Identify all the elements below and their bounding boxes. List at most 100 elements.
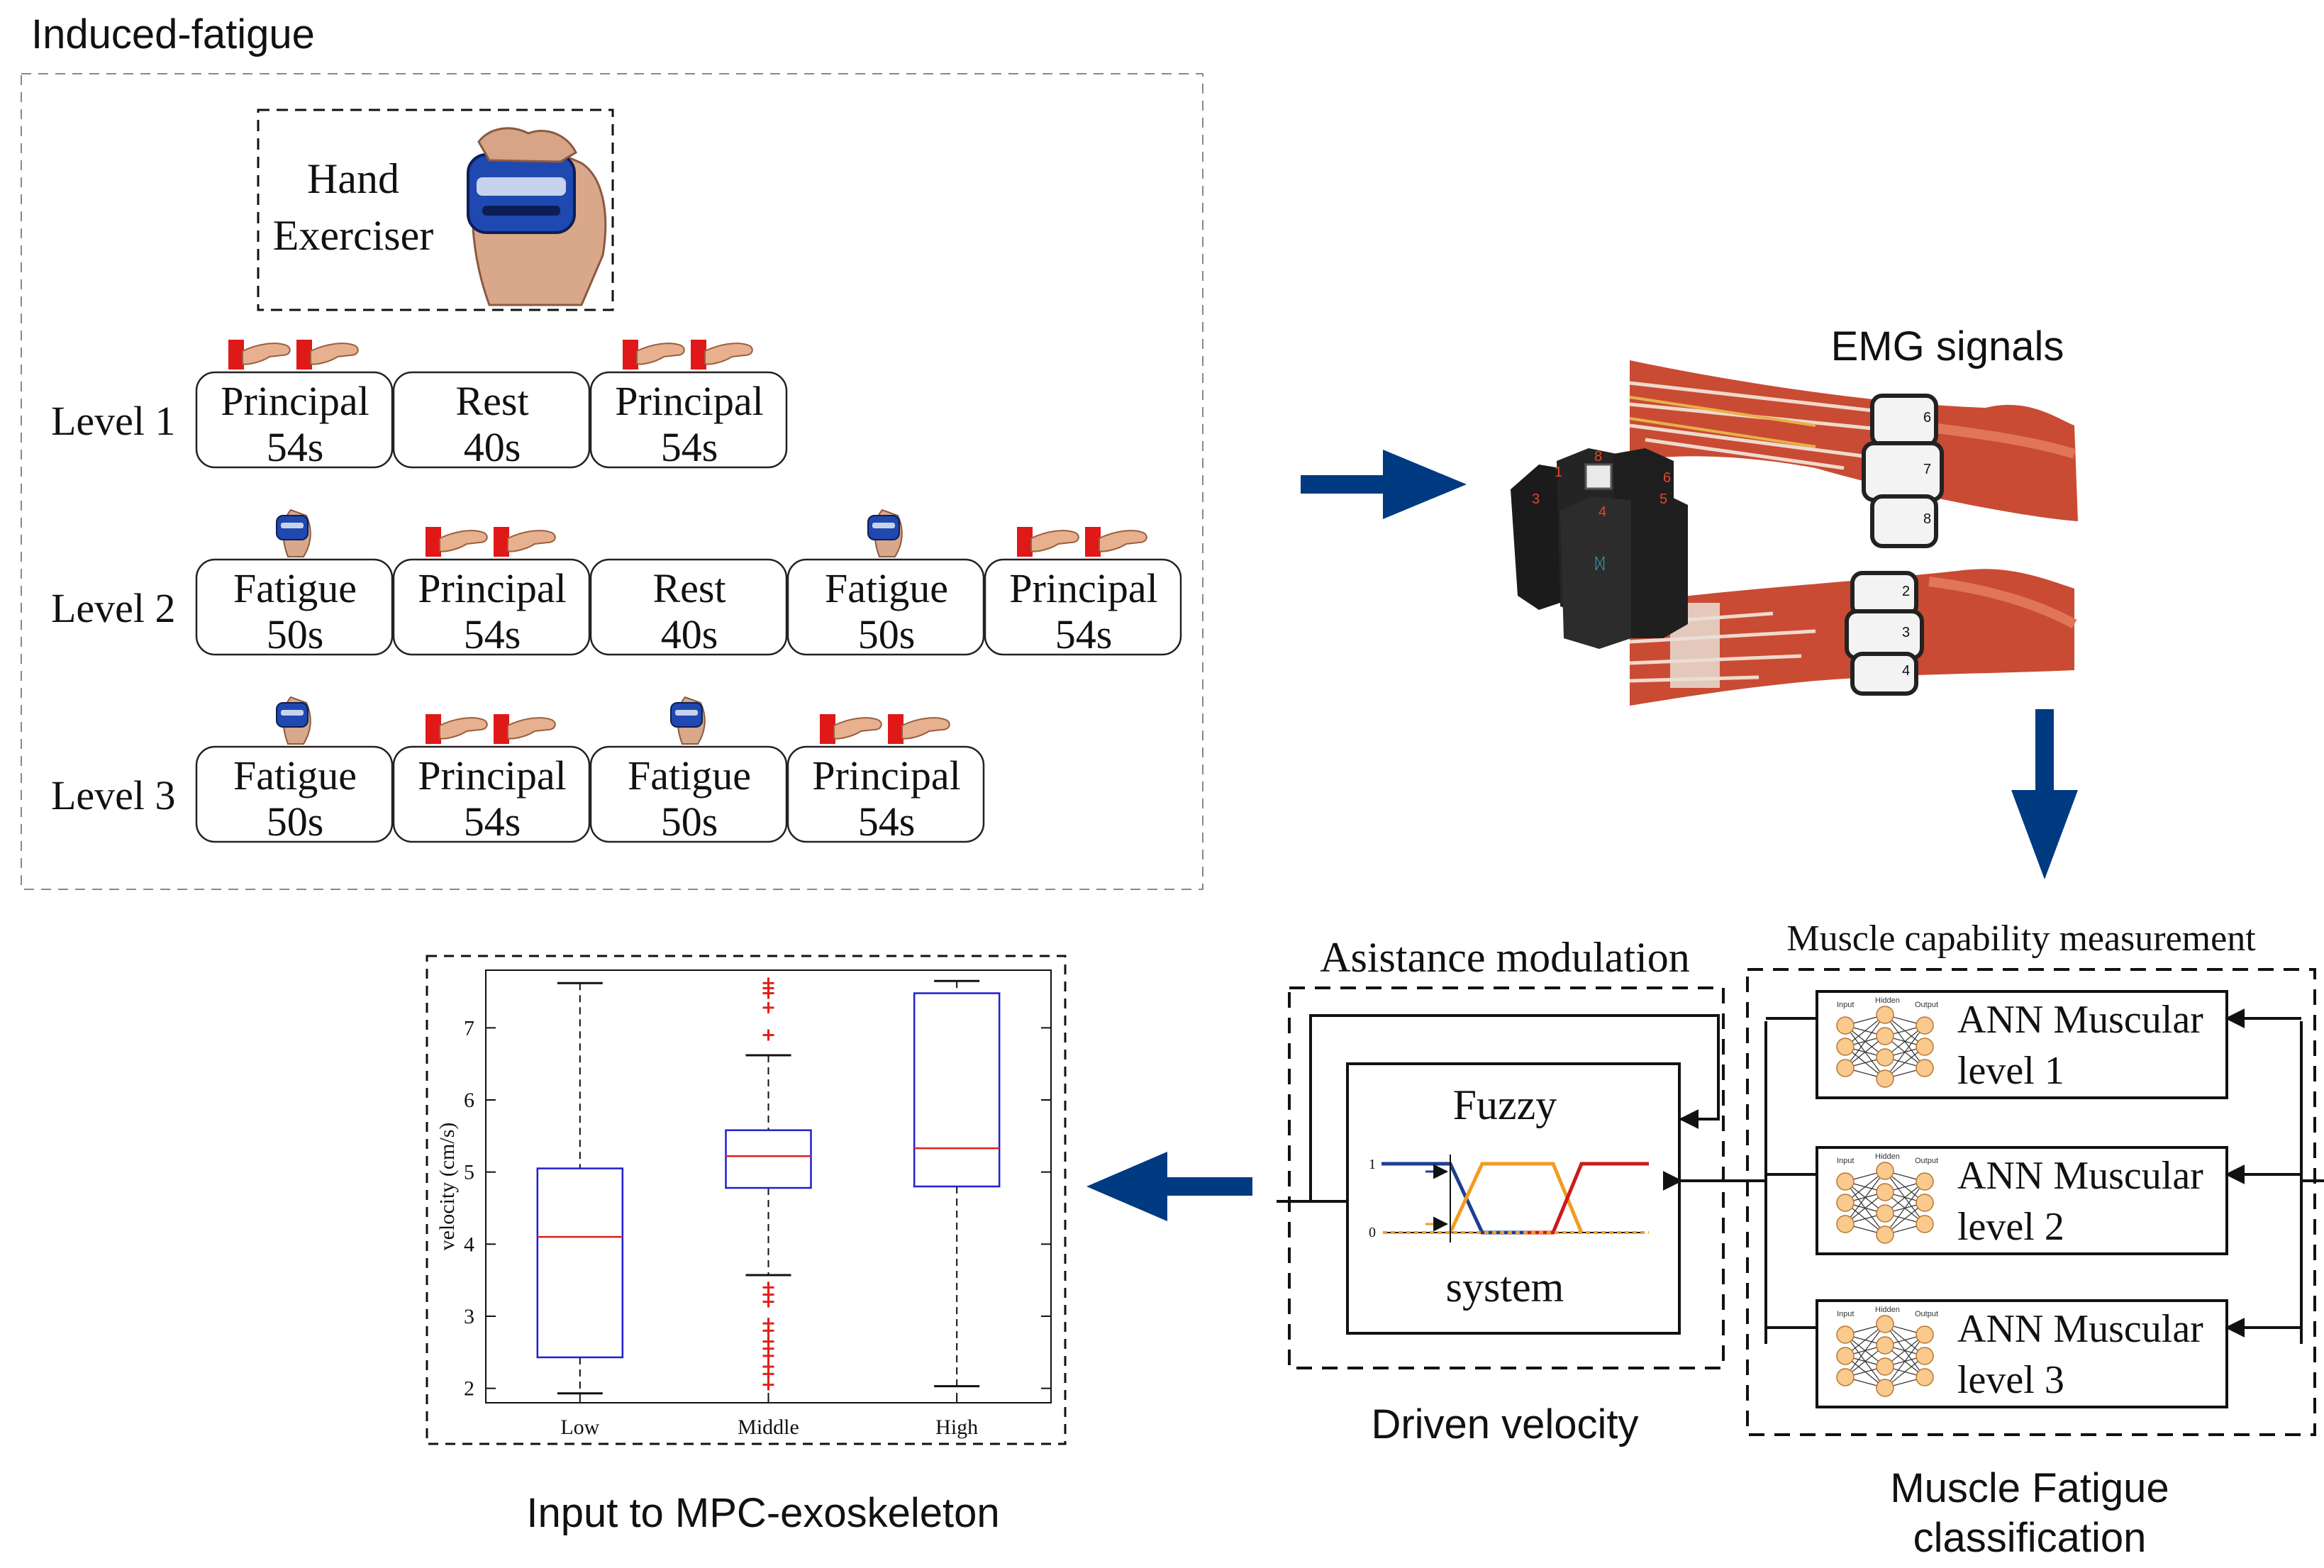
y-tick-label: 6	[464, 1089, 474, 1112]
protocol-block-duration: 50s	[858, 611, 916, 657]
protocol-block	[195, 558, 394, 656]
x-tick-label: Middle	[738, 1416, 799, 1439]
y-axis-label: velocity (cm/s)	[435, 1123, 459, 1251]
ann-classifier-level: level 3	[1957, 1358, 2064, 1402]
pinch-grip-icon	[820, 714, 950, 744]
driven-velocity-caption: Driven velocity	[1371, 1401, 1638, 1447]
y-tick-label: 7	[464, 1016, 474, 1040]
device-number: 6	[1663, 470, 1671, 486]
protocol-block-name: Rest	[652, 565, 725, 611]
iqr-box	[536, 1167, 624, 1359]
protocol-block-name: Principal	[812, 752, 960, 799]
box-middle	[725, 977, 812, 1391]
outlier-marker	[762, 1296, 774, 1308]
box-high	[913, 979, 1001, 1388]
device-number: 5	[1659, 491, 1667, 507]
protocol-block	[984, 558, 1182, 656]
protocol-block-duration: 50s	[267, 799, 324, 845]
outlier-marker	[762, 1325, 774, 1337]
myo-armband-device-icon: ᛞ 1 8 6 3 4 5	[1511, 448, 1688, 649]
level-label: Level 2	[51, 585, 176, 631]
nn-hidden-label: Hidden	[1875, 1152, 1900, 1161]
fuzzy-label: Fuzzy	[1453, 1082, 1557, 1128]
protocol-block	[195, 371, 394, 469]
boxplot-frame	[426, 955, 1067, 1445]
protocol-block-duration: 54s	[661, 424, 718, 470]
protocol-block	[195, 745, 394, 843]
y-tick-label: 3	[464, 1305, 474, 1328]
hand-gripper-photo-icon	[467, 127, 607, 306]
ann-classifier-title: ANN Muscular	[1957, 998, 2203, 1042]
ann-classifier-title: ANN Muscular	[1957, 1307, 2203, 1351]
hand-exerciser-label-line1: Hand	[307, 155, 399, 202]
outlier-marker	[762, 1368, 774, 1380]
fuzzy-tick-0: 0	[1369, 1225, 1376, 1240]
hand-gripper-icon	[867, 508, 903, 557]
pinch-grip-icon	[426, 714, 556, 744]
protocol-block-name: Fatigue	[233, 752, 357, 799]
nn-input-label: Input	[1837, 1310, 1854, 1318]
protocol-block-duration: 40s	[464, 424, 521, 470]
nn-input-label: Input	[1837, 1157, 1854, 1165]
protocol-block-duration: 40s	[661, 611, 718, 657]
armband-number: 6	[1923, 410, 1931, 426]
iqr-box	[913, 992, 1001, 1188]
y-tick-label: 2	[464, 1377, 474, 1401]
protocol-block	[589, 558, 788, 656]
device-number: 3	[1532, 491, 1540, 507]
outlier-marker	[762, 987, 774, 999]
induced-fatigue-title: Induced-fatigue	[31, 11, 315, 57]
hand-gripper-icon	[276, 508, 311, 557]
emg-signals-title: EMG signals	[1831, 323, 2064, 369]
device-number: 4	[1599, 504, 1606, 520]
x-tick-label: Low	[560, 1416, 599, 1439]
protocol-block-name: Fatigue	[628, 752, 751, 799]
fuzzy-system-label: system	[1446, 1264, 1564, 1311]
level-label: Level 1	[51, 398, 176, 444]
hand-exerciser-box	[257, 109, 614, 311]
protocol-block-duration: 54s	[267, 424, 324, 470]
outlier-marker	[762, 1350, 774, 1362]
nn-output-label: Output	[1915, 1310, 1938, 1318]
pinch-grip-icon	[228, 340, 359, 369]
protocol-block-duration: 54s	[1055, 611, 1113, 657]
protocol-block-duration: 54s	[464, 611, 521, 657]
arrow-to-emg	[1301, 450, 1467, 519]
level-label: Level 3	[51, 772, 176, 818]
hand-exerciser-label-line2: Exerciser	[273, 212, 434, 259]
outlier-marker	[762, 1029, 774, 1041]
pinch-grip-icon	[1017, 527, 1147, 557]
assistance-modulation-box	[1288, 986, 1725, 1369]
protocol-block-name: Rest	[455, 378, 528, 424]
fuzzy-tick-1: 1	[1369, 1157, 1376, 1172]
induced-fatigue-panel	[21, 73, 1203, 890]
protocol-block-name: Principal	[418, 752, 566, 799]
protocol-block-name: Principal	[1009, 565, 1157, 611]
fuzzy-system-box	[1346, 1062, 1681, 1335]
outlier-marker	[762, 1001, 774, 1013]
armband-number: 8	[1923, 511, 1931, 527]
muscle-capability-box	[1746, 968, 2316, 1436]
hand-gripper-icon	[276, 696, 311, 745]
muscle-fatigue-caption-line2: classification	[1913, 1515, 2147, 1561]
protocol-block	[589, 371, 788, 469]
nn-output-label: Output	[1915, 1157, 1938, 1165]
nn-hidden-label: Hidden	[1875, 1306, 1900, 1314]
arrow-to-classification	[2011, 709, 2078, 879]
y-tick-label: 4	[464, 1233, 474, 1256]
protocol-block	[786, 745, 985, 843]
y-tick-label: 5	[464, 1161, 474, 1184]
device-number: 1	[1555, 465, 1562, 480]
armband-number: 7	[1923, 462, 1931, 477]
myo-logo-icon: ᛞ	[1595, 555, 1604, 572]
protocol-block	[392, 745, 591, 843]
emg-armband-lower-pods: 2 3 4	[1845, 571, 1924, 696]
protocol-block	[786, 558, 985, 656]
